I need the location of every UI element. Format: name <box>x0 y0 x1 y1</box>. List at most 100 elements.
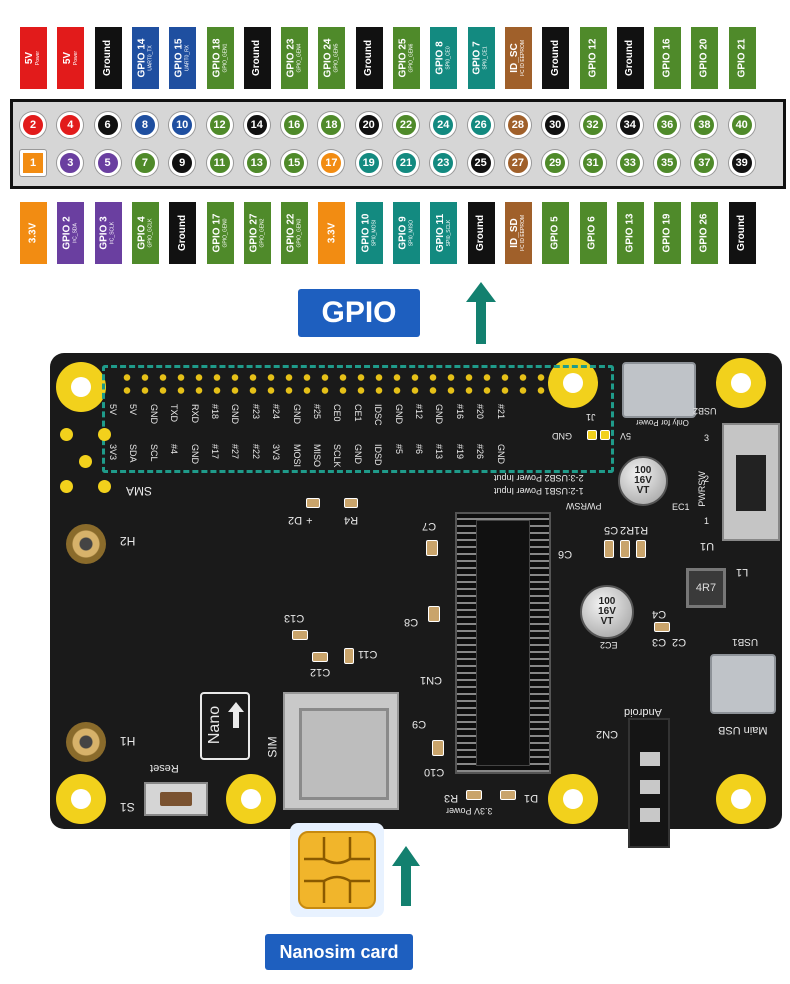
audio-jack-cn2 <box>628 718 670 848</box>
reset-button[interactable] <box>144 782 208 816</box>
pin-5: 5 <box>94 150 121 176</box>
top-pin-label-main-text: GPIO 24 <box>322 38 334 78</box>
smd-part <box>428 606 440 622</box>
pin-25: 25 <box>467 150 494 176</box>
ec2-label: EC2 <box>600 640 618 650</box>
bottom-pin-label-main-text: ID_SD <box>509 218 521 248</box>
inductor-text: 4R7 <box>695 582 717 594</box>
top-pin-label-main-text: Ground <box>549 39 561 77</box>
pin-39: 39 <box>728 150 755 176</box>
header-silk-label: #12 <box>414 404 424 420</box>
reset-label: Reset <box>150 762 179 774</box>
pin-34: 34 <box>616 112 643 138</box>
pin-13: 13 <box>243 150 270 176</box>
top-pin-label-main-text: 5V <box>61 51 73 65</box>
top-pin-label-16: Ground <box>616 27 644 89</box>
bottom-pin-label-16: GPIO 13 <box>616 202 644 264</box>
nano-sim-holder[interactable] <box>283 692 399 810</box>
bottom-pin-label-main-text: GPIO 26 <box>698 213 710 253</box>
header-silk-label: GND <box>352 444 363 464</box>
pin-40: 40 <box>728 112 755 138</box>
antenna-h2 <box>66 524 106 564</box>
header-silk-label: GND <box>230 404 241 424</box>
electrolytic-cap-ec1: 100 16V VT <box>618 456 668 506</box>
u1-label: U1 <box>700 540 715 552</box>
gpio-callout: GPIO <box>298 289 420 337</box>
pin-35: 35 <box>654 150 681 176</box>
header-silk-label: #25 <box>312 404 322 420</box>
pin-16: 16 <box>281 112 308 138</box>
nano-sim-card-icon <box>290 823 384 917</box>
pin-7: 7 <box>131 150 158 176</box>
pin-9: 9 <box>169 150 196 176</box>
header-silk-label: 5V <box>128 404 139 416</box>
pin-37: 37 <box>691 150 718 176</box>
only-for-power-label: Only for Power <box>636 418 689 427</box>
three-v3-power-label: 3.3V Power <box>446 806 493 816</box>
power-switch[interactable] <box>722 423 780 541</box>
pin-12: 12 <box>206 112 233 138</box>
ec1-label: EC1 <box>672 502 690 512</box>
five-v-label: 5V <box>620 431 632 441</box>
bottom-pin-label-main-text: GPIO 9 <box>397 216 409 250</box>
c2-label: C2 <box>672 636 687 648</box>
top-pin-label-main-text: Ground <box>363 39 375 77</box>
header-silk-label: IDSD <box>373 444 384 466</box>
smd-part <box>654 622 670 632</box>
header-silk-label: #13 <box>434 444 445 460</box>
bottom-pin-label-main-text: GPIO 6 <box>587 216 599 250</box>
header-silk-label: 5V <box>108 404 118 416</box>
mount-hole <box>548 774 598 824</box>
electrolytic-cap-ec2: 100 16V VT <box>580 585 634 639</box>
header-silk-label: GND <box>495 444 506 464</box>
bottom-pin-label-sub-text: I²C_SDA <box>72 223 79 243</box>
pin-30: 30 <box>542 112 569 138</box>
top-pin-label-14: Ground <box>542 27 570 89</box>
mount-hole <box>226 774 276 824</box>
bottom-pin-label-main-text: GPIO 10 <box>360 213 372 253</box>
header-silk-label: #16 <box>454 404 465 420</box>
bottom-pin-label-main-text: Ground <box>736 214 748 252</box>
pin-15: 15 <box>281 150 308 176</box>
bottom-pin-label-main-text: GPIO 4 <box>136 216 148 250</box>
sma-connector <box>60 428 116 498</box>
usb2-port <box>622 362 696 418</box>
top-pin-label-main-text: GPIO 21 <box>736 38 748 78</box>
header-silk-label: #18 <box>210 404 220 420</box>
s1-label: S1 <box>120 800 135 814</box>
smd-part <box>620 540 630 558</box>
usb1-port[interactable] <box>710 654 776 714</box>
nano-label: Nano <box>206 705 224 745</box>
bottom-pin-label-4: Ground <box>169 202 197 264</box>
j1-pad <box>600 430 610 440</box>
d2-label: D2 <box>288 514 303 526</box>
sim-label: SIM <box>265 736 280 758</box>
header-silk-label: GND <box>189 444 200 464</box>
pin-4: 4 <box>57 112 84 138</box>
top-pin-label-9: Ground <box>355 27 383 89</box>
smd-part <box>344 498 358 508</box>
top-pin-label-sub-text: GPIO_GEN1 <box>222 43 228 73</box>
pin-3-label: 3 <box>704 433 710 443</box>
pin-8: 8 <box>131 112 158 138</box>
header-silk-label: GND <box>393 404 404 424</box>
top-pin-label-15: GPIO 12 <box>579 27 607 89</box>
bottom-pin-label-15: GPIO 6 <box>579 202 607 264</box>
smd-part <box>306 498 320 508</box>
c4-label: C4 <box>652 608 667 620</box>
pwrsw-top-label: PWRSW <box>566 501 602 511</box>
pin-32: 32 <box>579 112 606 138</box>
header-silk-label: IDSC <box>373 404 384 426</box>
top-pin-label-sub-text: Power <box>72 50 79 66</box>
pin-26: 26 <box>467 112 494 138</box>
c8-label: C8 <box>404 616 419 628</box>
smd-part <box>344 648 354 664</box>
header-silk-label: #5 <box>393 444 404 455</box>
